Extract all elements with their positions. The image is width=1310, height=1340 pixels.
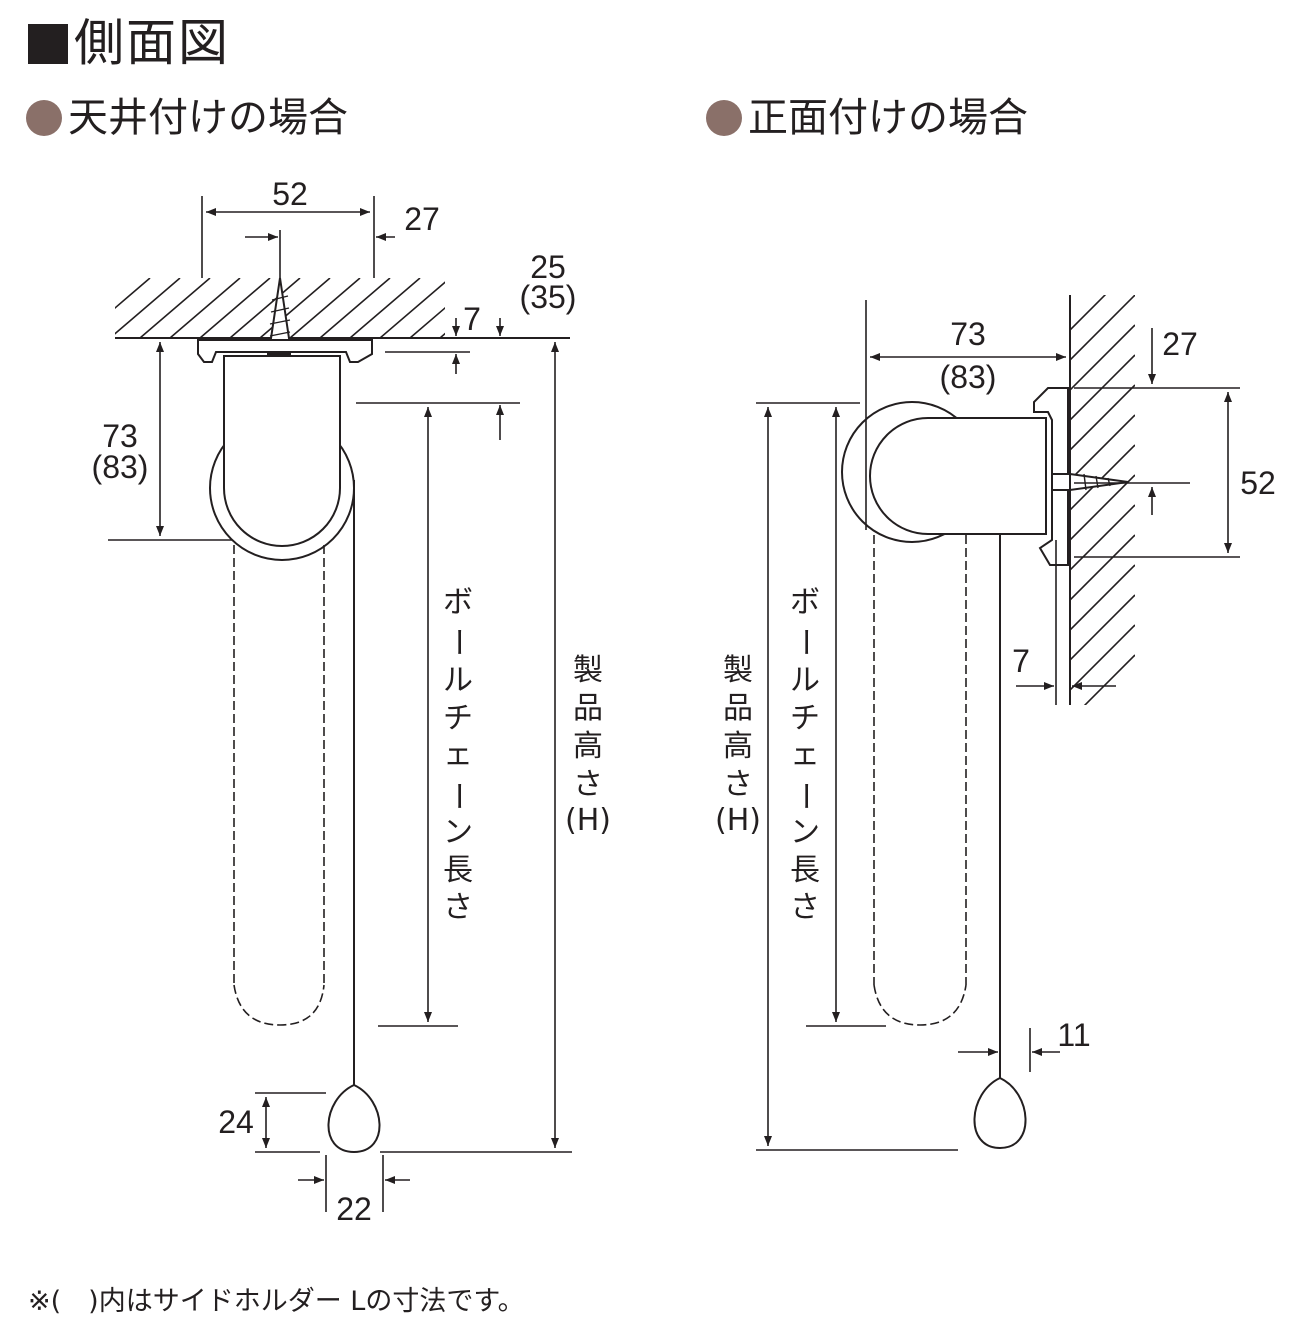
dim-height-83: (83) xyxy=(92,449,149,485)
ceiling-mount-heading: 天井付けの場合 xyxy=(26,88,348,148)
dim-width-52: 52 xyxy=(272,176,308,212)
label-chain-length-right: ボ ー ル チ ェ ー ン 長 さ xyxy=(787,585,822,925)
dimension-lines-left xyxy=(108,196,572,1212)
svg-text:ェ: ェ xyxy=(790,737,820,772)
svg-text:製: 製 xyxy=(573,653,603,688)
svg-text:品: 品 xyxy=(723,691,753,726)
dim-cord-offset-11: 11 xyxy=(1057,1017,1090,1053)
svg-text:長: 長 xyxy=(790,853,820,888)
dim-depth-35: (35) xyxy=(520,279,577,315)
dim-center-27: 27 xyxy=(404,201,440,237)
wall-hatch xyxy=(1070,295,1135,705)
svg-text:高: 高 xyxy=(723,729,753,764)
label-product-height-right: 製 品 高 さ (H) xyxy=(715,653,761,838)
svg-text:ー: ー xyxy=(440,627,475,657)
ceiling-mount-diagram xyxy=(115,277,570,1154)
ball-chain-left xyxy=(233,545,325,1026)
svg-text:長: 長 xyxy=(443,853,473,888)
square-bullet-icon xyxy=(28,24,68,64)
ball-chain-right xyxy=(873,535,967,1026)
svg-text:ン: ン xyxy=(790,815,820,850)
cord-weight xyxy=(973,1076,1027,1150)
front-mount-diagram xyxy=(841,295,1135,1150)
svg-text:チ: チ xyxy=(443,701,473,736)
dim-wall-gap-7: 7 xyxy=(1012,643,1030,679)
dim-height-73: 73 xyxy=(102,418,138,454)
label-product-height-left: 製 品 高 さ (H) xyxy=(565,653,611,838)
circle-bullet-icon xyxy=(26,100,62,136)
svg-text:ボ: ボ xyxy=(443,585,473,620)
front-mount-heading: 正面付けの場合 xyxy=(706,88,1028,148)
svg-text:さ: さ xyxy=(573,767,603,802)
footnote: ※( )内はサイドホルダー Lの寸法です。 xyxy=(28,1286,525,1317)
dim-top-gap-7: 7 xyxy=(463,301,481,337)
dim-weight-24: 24 xyxy=(218,1104,254,1140)
svg-text:ル: ル xyxy=(790,663,820,698)
head-rail xyxy=(223,355,341,547)
svg-text:ル: ル xyxy=(443,663,473,698)
svg-text:ー: ー xyxy=(440,781,475,811)
svg-text:さ: さ xyxy=(443,890,473,925)
dim-top-27: 27 xyxy=(1162,326,1198,362)
page-title: 側面図 xyxy=(28,10,230,76)
cord-weight xyxy=(327,1083,381,1154)
label-chain-length-left: ボ ー ル チ ェ ー ン 長 さ xyxy=(440,585,475,925)
circle-bullet-icon xyxy=(706,100,742,136)
svg-text:(H): (H) xyxy=(715,803,761,838)
dim-height-52: 52 xyxy=(1240,465,1276,501)
svg-text:品: 品 xyxy=(573,691,603,726)
dimension-lines-right xyxy=(756,300,1240,1151)
svg-text:(H): (H) xyxy=(565,803,611,838)
svg-text:チ: チ xyxy=(790,701,820,736)
ceiling-hatch xyxy=(115,278,445,338)
dim-weight-22: 22 xyxy=(336,1191,372,1227)
dim-depth-83: (83) xyxy=(940,359,997,395)
svg-text:さ: さ xyxy=(723,767,753,802)
bracket xyxy=(197,339,373,363)
svg-text:ン: ン xyxy=(443,815,473,850)
svg-text:高: 高 xyxy=(573,729,603,764)
svg-text:ー: ー xyxy=(787,627,822,657)
head-rail xyxy=(869,417,1047,535)
svg-text:さ: さ xyxy=(790,890,820,925)
svg-text:ェ: ェ xyxy=(443,737,473,772)
dim-depth-25: 25 xyxy=(530,249,566,285)
svg-text:製: 製 xyxy=(723,653,753,688)
svg-text:ー: ー xyxy=(787,781,822,811)
svg-text:ボ: ボ xyxy=(790,585,820,620)
dim-depth-73: 73 xyxy=(950,316,986,352)
